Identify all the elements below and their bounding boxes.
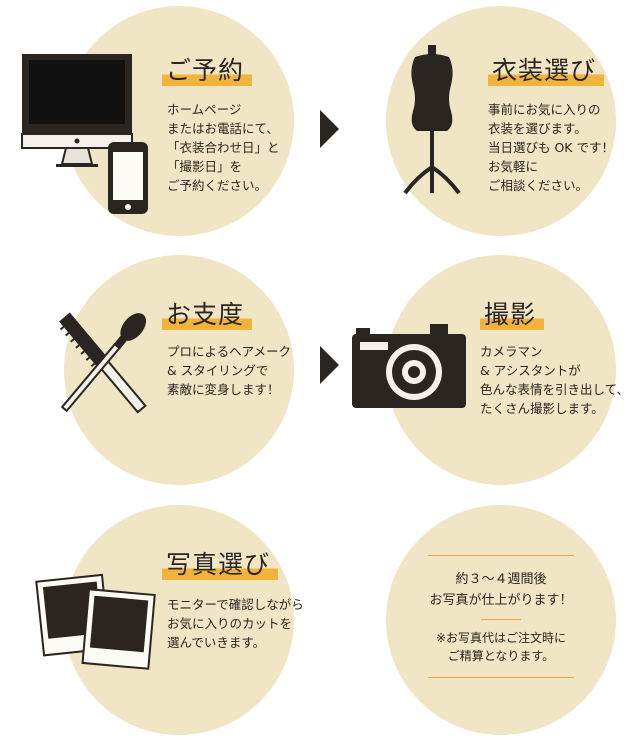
desc-line: ご予約ください。 — [167, 178, 268, 193]
step-title-photography: 撮影 — [480, 300, 545, 330]
desc-line: 事前にお気に入りの — [488, 102, 601, 117]
camera-icon — [352, 324, 466, 408]
note-sub-line: ご精算となります。 — [447, 649, 555, 663]
desc-line: 「撮影日」を — [167, 159, 243, 174]
step-desc-reservation: ホームページ またはお電話にて、 「衣装合わせ日」と 「撮影日」を ご予約くださ… — [167, 100, 280, 195]
desc-line: & スタイリングで — [167, 363, 269, 378]
divider — [481, 619, 521, 620]
desc-line: モニターで確認しながら — [167, 597, 304, 612]
step-title-photo-selection: 写真選び — [162, 550, 279, 580]
note-main: 約３〜４週間後 お写真が仕上がります！ — [386, 569, 616, 611]
desc-line: 選んでいきます。 — [167, 635, 266, 650]
desc-line: たくさん撮影します。 — [480, 401, 604, 416]
desc-line: ご相談ください。 — [488, 178, 589, 193]
note-sub-line: ※お写真代はご注文時に — [435, 631, 567, 645]
desc-line: プロによるヘアメーク — [167, 344, 292, 359]
desc-line: 素敵に変身します！ — [167, 382, 280, 397]
desc-line: & アシスタントが — [480, 363, 581, 378]
step-title-reservation: ご予約 — [162, 56, 253, 86]
desc-line: 「衣装合わせ日」と — [167, 140, 280, 155]
step-desc-photo-selection: モニターで確認しながら お気に入りのカットを 選んでいきます。 — [167, 595, 304, 652]
divider — [428, 677, 574, 678]
step-desc-photography: カメラマン & アシスタントが 色んな表情を引き出して、 たくさん撮影します。 — [480, 342, 629, 418]
desc-line: 色んな表情を引き出して、 — [480, 382, 630, 397]
divider — [428, 555, 574, 556]
desc-line: 当日選びも OK です！ — [488, 140, 614, 155]
computer-phone-icon — [21, 54, 148, 214]
step-desc-costume: 事前にお気に入りの 衣装を選びます。 当日選びも OK です！ お気軽に ご相談… — [488, 100, 614, 195]
note-main-line: 約３〜４週間後 — [455, 572, 547, 587]
completion-note-circle: 約３〜４週間後 お写真が仕上がります！ ※お写真代はご注文時に ご精算となります… — [386, 505, 616, 735]
arrow-right-icon — [320, 346, 339, 384]
desc-line: カメラマン — [480, 344, 543, 359]
step-desc-preparation: プロによるヘアメーク & スタイリングで 素敵に変身します！ — [167, 342, 291, 399]
photos-icon — [35, 573, 156, 670]
desc-line: お気軽に — [488, 159, 539, 174]
dress-form-icon — [403, 45, 461, 195]
brush-comb-icon — [59, 312, 147, 414]
step-title-preparation: お支度 — [162, 300, 253, 330]
note-main-line: お写真が仕上がります！ — [429, 593, 573, 608]
arrow-right-icon — [320, 110, 339, 148]
step-title-costume: 衣装選び — [488, 56, 605, 86]
desc-line: またはお電話にて、 — [167, 121, 279, 136]
desc-line: お気に入りのカットを — [167, 616, 293, 631]
desc-line: ホームページ — [167, 102, 242, 117]
desc-line: 衣装を選びます。 — [488, 121, 587, 136]
note-sub: ※お写真代はご注文時に ご精算となります。 — [386, 629, 616, 665]
